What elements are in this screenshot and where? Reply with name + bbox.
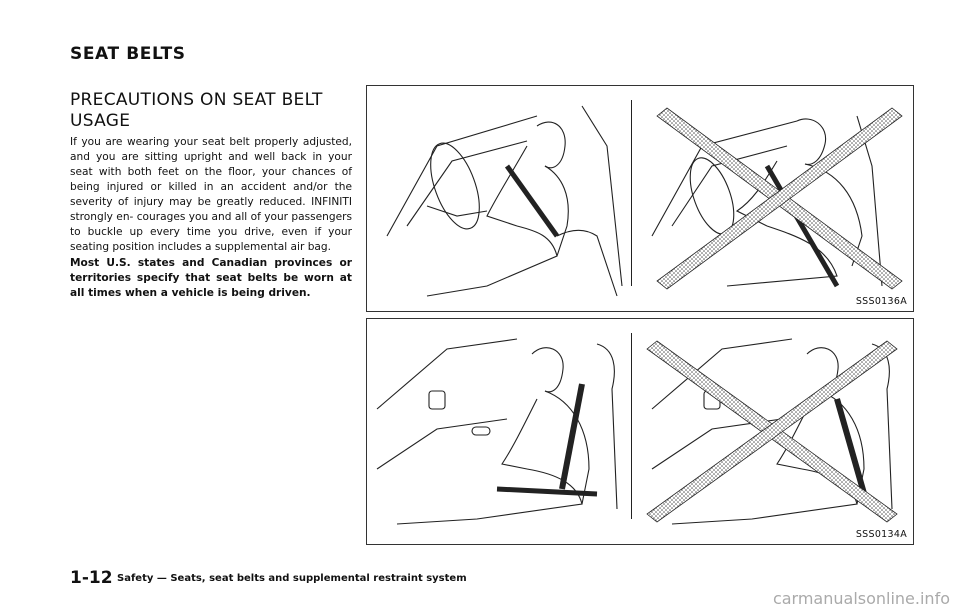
paragraph-2: Most U.S. states and Canadian provinces … (70, 257, 352, 299)
figure-divider (631, 333, 632, 519)
page-number: 1-12 (70, 568, 113, 588)
figure-label: SSS0134A (855, 529, 907, 540)
section-title: SEAT BELTS (70, 44, 186, 64)
illustration-seated-driver (386, 105, 903, 297)
figure-label: SSS0136A (855, 296, 907, 307)
figure-sss0136a: SSS0136A (366, 85, 914, 312)
figure-divider (631, 100, 632, 286)
footer-chapter-text: Safety — Seats, seat belts and supplemen… (117, 573, 467, 584)
watermark: carmanualsonline.info (772, 589, 950, 608)
illustration-belted-occupant (376, 338, 898, 525)
subheading: PRECAUTIONS ON SEAT BELT USAGE (70, 90, 323, 131)
figure-sss0134a: SSS0134A (366, 318, 914, 545)
paragraph-1: If you are wearing your seat belt proper… (70, 136, 352, 253)
